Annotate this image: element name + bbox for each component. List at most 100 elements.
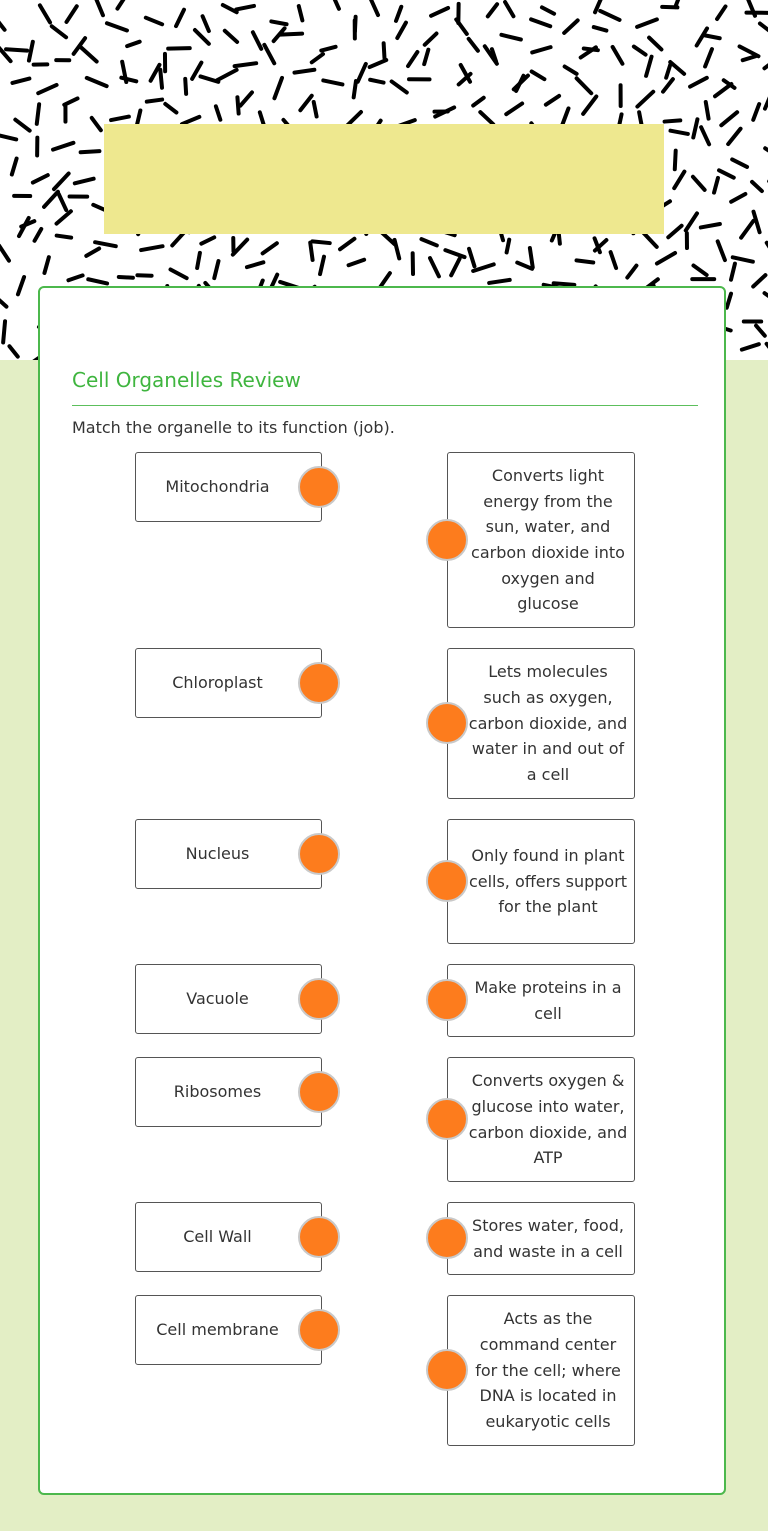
pattern-dash [9,156,19,177]
pattern-dash [234,3,256,12]
pattern-dash [250,30,264,51]
pattern-dash [699,125,712,147]
pattern-dash [712,175,720,195]
pattern-dash [422,47,431,67]
pattern-dash [433,105,457,119]
definition-match-dot[interactable] [426,1217,468,1259]
pattern-dash [84,246,102,258]
definition-match-dot[interactable] [426,519,468,561]
term-label: Ribosomes [173,1081,262,1101]
term-match-dot[interactable] [298,978,340,1020]
pattern-dash [503,0,516,19]
pattern-dash [238,90,254,108]
pattern-dash [262,42,277,66]
pattern-dash [661,77,675,94]
pattern-dash [608,250,619,271]
pattern-dash [89,115,103,133]
section-title: Cell Organelles Review [72,368,301,392]
term-match-dot[interactable] [298,1216,340,1258]
definition-match-dot[interactable] [426,979,468,1021]
pattern-dash [672,169,687,191]
pattern-dash [13,117,32,133]
pattern-dash [458,63,473,84]
term-label: Mitochondria [165,476,270,496]
worksheet-card: Cell Organelles Review Match the organel… [38,286,726,1495]
pattern-dash [93,240,118,249]
pattern-dash [529,69,547,82]
instructions-text: Match the organelle to its function (job… [72,418,395,437]
term-match-dot[interactable] [298,1309,340,1351]
definition-box: Acts as the command center for the cell;… [447,1295,635,1446]
pattern-dash [574,76,594,96]
term-match-dot[interactable] [298,833,340,875]
pattern-dash [56,191,69,213]
definition-match-dot[interactable] [426,1098,468,1140]
pattern-dash [220,3,239,15]
pattern-dash [562,18,580,35]
definition-match-dot[interactable] [426,702,468,744]
pattern-dash [232,61,259,69]
definition-text: Converts light energy from the sun, wate… [471,465,625,614]
pattern-dash [739,342,761,352]
term-box-nucleus: Nucleus [135,819,322,889]
pattern-dash [269,19,289,27]
pattern-dash [751,102,762,122]
term-box-chloroplast: Chloroplast [135,648,322,718]
pattern-dash [377,271,392,291]
pattern-dash [466,36,480,53]
pattern-dash [148,62,162,83]
pattern-dash [635,89,656,109]
pattern-dash [309,52,326,65]
pattern-dash [351,79,358,100]
pattern-dash [673,0,681,10]
pattern-dash [487,277,512,285]
pattern-dash [504,101,525,117]
term-match-dot[interactable] [298,466,340,508]
pattern-dash [296,4,305,23]
pattern-dash [4,47,30,53]
pattern-dash [729,192,748,204]
pattern-dash [170,230,187,248]
definition-text: Converts oxygen & glucose into water, ca… [468,1071,628,1168]
definition-text: Lets molecules such as oxygen, carbon di… [468,662,628,785]
definition-match-dot[interactable] [426,1349,468,1391]
pattern-dash [272,75,284,101]
pattern-dash [449,256,462,278]
pattern-dash [489,47,499,64]
pattern-dash [212,259,221,281]
pattern-dash [683,211,699,233]
pattern-dash [392,237,402,261]
definition-match-dot[interactable] [426,860,468,902]
term-match-dot[interactable] [298,662,340,704]
pattern-dash [368,77,386,85]
pattern-dash [78,149,102,155]
term-label: Cell membrane [156,1319,279,1339]
pattern-dash [593,0,603,15]
pattern-dash [30,173,50,185]
term-box-cell-membrane: Cell membrane [135,1295,322,1365]
pattern-dash [332,0,341,11]
pattern-dash [688,75,709,89]
pattern-dash [0,133,19,142]
pattern-dash [367,57,389,70]
pattern-dash [637,110,644,128]
pattern-dash [668,60,687,76]
pattern-dash [640,229,659,249]
pattern-dash [10,76,32,85]
pattern-dash [654,251,678,266]
pattern-dash [499,32,523,42]
pattern-dash [198,74,221,84]
pattern-dash [559,106,571,129]
pattern-dash [419,237,439,248]
pattern-dash [72,176,96,186]
section-divider [72,405,698,406]
term-match-dot[interactable] [298,1071,340,1113]
pattern-dash [539,5,557,16]
pattern-dash [729,261,737,282]
pattern-dash [662,118,683,124]
pattern-dash [527,246,535,270]
pattern-dash [471,262,496,273]
pattern-dash [690,174,707,192]
definition-text: Make proteins in a cell [474,977,622,1023]
pattern-dash [26,39,35,63]
